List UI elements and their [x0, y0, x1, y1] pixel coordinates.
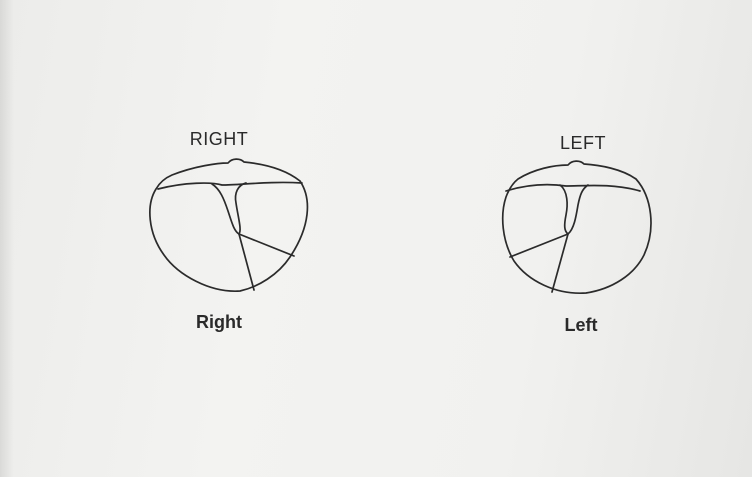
left-eye-diagram: [494, 157, 664, 302]
right-eye-central-notch: [212, 183, 246, 234]
right-caption: Right: [196, 312, 242, 333]
right-eye-spoke-right: [239, 234, 294, 256]
right-eye-outline: [150, 159, 308, 291]
left-eye-outline: [503, 161, 651, 293]
left-caption: Left: [565, 315, 598, 336]
edge-shadow: [0, 0, 14, 477]
right-eye-diagram: [140, 155, 310, 300]
right-eye-spoke-lower: [239, 234, 254, 290]
left-heading: LEFT: [560, 133, 606, 154]
left-eye-central-notch: [560, 185, 588, 234]
left-eye-upper-arc: [506, 185, 640, 191]
right-eye-upper-arc: [158, 182, 302, 189]
left-eye-spoke-left: [510, 234, 568, 257]
left-eye-spoke-lower: [552, 234, 568, 292]
right-heading: RIGHT: [190, 129, 249, 150]
